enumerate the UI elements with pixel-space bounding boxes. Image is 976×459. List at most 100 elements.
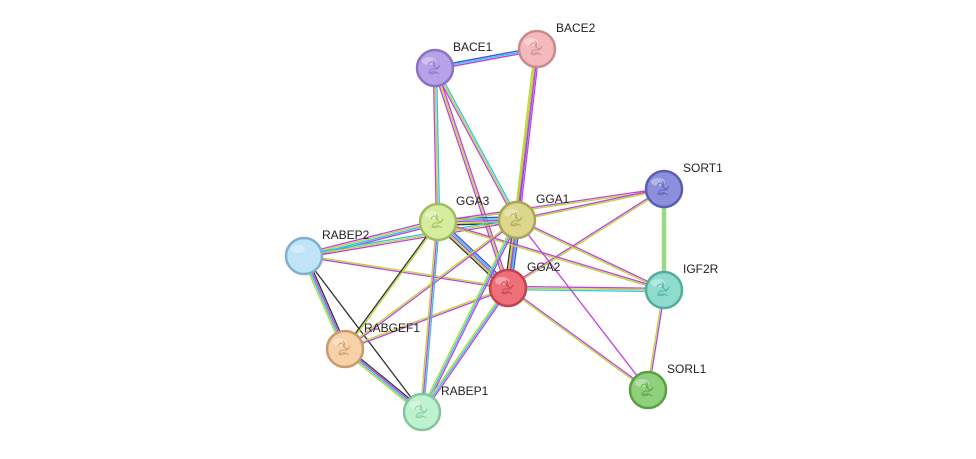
edge-line [303,219,518,257]
node-gga2[interactable]: GGA2 [488,260,561,308]
edge-line [513,48,536,220]
node-label-sorl1: SORL1 [667,362,707,376]
edge-gga2-rabep1 [420,286,510,414]
edge-bace1-gga3 [432,67,441,223]
node-label-rabgef1: RABGEF1 [364,321,420,335]
edge-gga3-sort1 [437,187,665,224]
node-bace1[interactable]: BACE1 [415,40,493,88]
protein-structure-icon [529,40,543,56]
node-label-bace2: BACE2 [556,21,596,35]
node-sorl1[interactable]: SORL1 [628,362,707,410]
protein-structure-icon [656,281,670,297]
protein-structure-icon [414,403,428,419]
node-bace2[interactable]: BACE2 [517,21,596,69]
edge-line [343,221,438,349]
node-circle[interactable] [644,169,684,209]
edge-gga2-sort1 [507,187,665,290]
edge-line [507,288,664,293]
node-label-bace1: BACE1 [453,40,493,54]
edge-line [422,288,510,414]
node-label-sort1: SORT1 [683,161,723,175]
edge-line [516,187,664,220]
node-circle[interactable] [418,202,458,242]
node-highlight [291,245,305,253]
edge-gga2-rabep2 [303,254,509,290]
edge-line [432,68,438,223]
node-label-gga2: GGA2 [527,260,561,274]
edge-bace1-gga1 [433,66,519,222]
edge-line [432,68,508,289]
edge-line [344,218,517,349]
edge-line [435,66,519,220]
protein-structure-icon [509,211,523,227]
node-label-igf2r: IGF2R [683,262,719,276]
edge-line [517,189,665,222]
edge-line [303,219,438,255]
node-gga1[interactable]: GGA1 [497,192,570,240]
edge-line [438,189,665,224]
edge-line [437,187,664,222]
edge-line [345,288,509,351]
node-label-gga3: GGA3 [456,194,490,208]
edge-gga3-igf2r [437,220,665,292]
edge-line [438,220,665,290]
edge-gga1-rabep2 [303,217,518,259]
edge-line [421,287,509,413]
edge-line [434,67,509,289]
edge-line [434,67,518,221]
protein-structure-icon [430,213,444,229]
edge-line [435,67,511,288]
node-label-gga1: GGA1 [536,192,570,206]
node-circle[interactable] [284,236,324,276]
edge-gga2-igf2r [507,285,665,293]
node-circle[interactable] [402,392,442,432]
protein-structure-icon [656,180,670,196]
node-igf2r[interactable]: IGF2R [644,262,719,310]
edge-line [507,187,664,288]
edge-line [518,49,541,221]
edge-line [422,220,520,413]
node-circle[interactable] [415,48,455,88]
edge-gga2-sorl1 [507,286,649,392]
edge-line [507,288,648,392]
edge-gga3-rabgef1 [343,221,440,350]
node-circle[interactable] [644,270,684,310]
edge-line [419,219,517,412]
node-rabep1[interactable]: RABEP1 [402,384,489,432]
node-circle[interactable] [628,370,668,410]
edge-bace1-gga2 [432,67,511,289]
edge-line [437,222,664,292]
edge-line [508,189,665,290]
edge-gga1-rabep1 [419,219,520,413]
node-rabep2[interactable]: RABEP2 [284,228,370,276]
edge-line [433,68,517,222]
node-label-rabep1: RABEP1 [441,384,489,398]
node-gga3[interactable]: GGA3 [418,194,490,242]
edge-gga1-sort1 [516,187,665,222]
edge-line [516,220,664,292]
edge-line [517,218,665,290]
protein-structure-icon [500,279,514,295]
node-circle[interactable] [325,329,365,369]
edge-line [345,222,440,350]
node-circle[interactable] [488,268,528,308]
edge-line [304,254,509,288]
protein-structure-icon [337,340,351,356]
protein-structure-icon [427,59,441,75]
edge-line [421,221,439,413]
edge-line [419,221,438,412]
edge-line [435,67,441,222]
edge-line [422,222,441,413]
edge-line [304,220,518,259]
node-sort1[interactable]: SORT1 [644,161,723,209]
edge-line [516,219,649,391]
node-circle[interactable] [517,29,557,69]
protein-structure-icon [640,381,654,397]
node-rabgef1[interactable]: RABGEF1 [325,321,420,369]
edge-line [420,286,508,412]
edge-line [421,219,518,413]
node-circle[interactable] [497,200,537,240]
edge-gga1-igf2r [516,218,665,292]
